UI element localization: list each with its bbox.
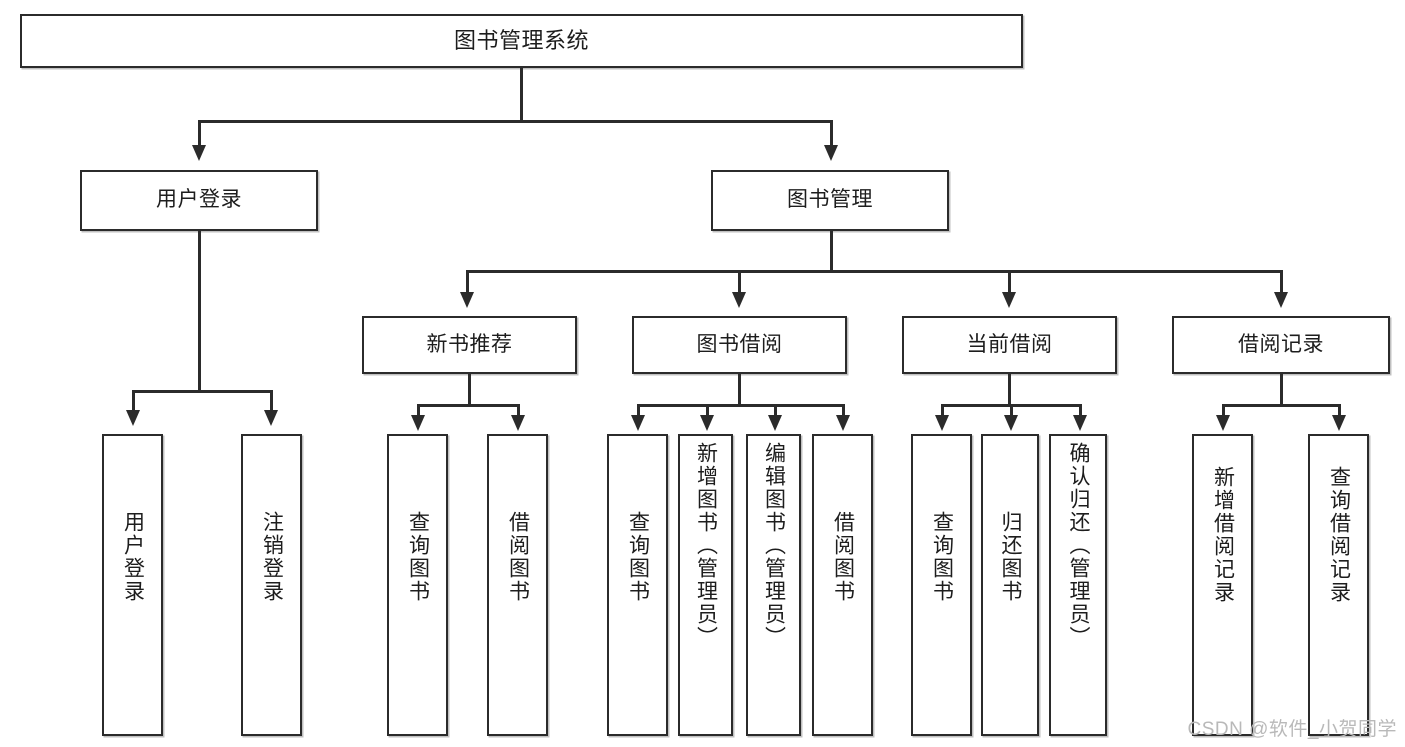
connector-root-stem <box>520 68 523 122</box>
node-label: 新书推荐 <box>426 332 513 356</box>
connector-book-borrow-to-leaf-4 <box>842 404 845 418</box>
leaf-new-book-query-book[interactable]: 查询图书 <box>387 434 448 736</box>
leaf-book-borrow-borrow-book[interactable]: 借阅图书 <box>812 434 873 736</box>
node-current-borrow[interactable]: 当前借阅 <box>902 316 1117 374</box>
connector-new-book-to-leaf-1 <box>417 404 420 418</box>
connector-borrow-record-to-leaf-2 <box>1338 404 1341 418</box>
leaf-label: 查询借阅记录 <box>1327 466 1351 604</box>
arrowhead-new-book-to-leaf-1 <box>411 415 425 431</box>
connector-book-borrow-to-leaf-1 <box>637 404 640 418</box>
arrowhead-book-management-to-borrow-record <box>1274 292 1288 308</box>
arrowhead-user-login-to-leaf-2 <box>264 410 278 426</box>
leaf-current-borrow-confirm-return-admin[interactable]: 确认归还（管理员） <box>1049 434 1107 736</box>
connector-borrow-record-to-leaf-1 <box>1222 404 1225 418</box>
node-book-borrow[interactable]: 图书借阅 <box>632 316 847 374</box>
connector-book-borrow-stem <box>738 374 741 406</box>
connector-user-login-stem <box>198 231 201 392</box>
leaf-label: 归还图书 <box>999 511 1023 603</box>
leaf-new-book-borrow-book[interactable]: 借阅图书 <box>487 434 548 736</box>
arrowhead-book-borrow-to-leaf-2 <box>700 415 714 431</box>
leaf-label: 注销登录 <box>260 511 284 603</box>
connector-book-management-stem <box>830 231 833 272</box>
connector-book-borrow-bus <box>637 404 844 407</box>
leaf-label: 借阅图书 <box>831 511 855 603</box>
leaf-current-borrow-query-book[interactable]: 查询图书 <box>911 434 972 736</box>
arrowhead-user-login-to-leaf-1 <box>126 410 140 426</box>
arrowhead-root-to-book-manage <box>824 145 838 161</box>
leaf-label: 用户登录 <box>121 511 145 603</box>
node-label: 图书管理系统 <box>453 28 589 54</box>
leaf-book-borrow-query-book[interactable]: 查询图书 <box>607 434 668 736</box>
connector-root-to-book-manage <box>830 120 833 147</box>
node-borrow-record[interactable]: 借阅记录 <box>1172 316 1390 374</box>
leaf-label: 新增图书（管理员） <box>694 442 718 649</box>
leaf-label: 借阅图书 <box>506 511 530 603</box>
connector-new-book-stem <box>468 374 471 406</box>
leaf-book-borrow-edit-book-admin[interactable]: 编辑图书（管理员） <box>746 434 801 736</box>
arrowhead-root-to-user-login <box>192 145 206 161</box>
connector-new-book-bus <box>417 404 517 407</box>
node-label: 图书借阅 <box>696 332 783 356</box>
connector-book-management-to-book-borrow <box>738 270 741 294</box>
leaf-label: 查询图书 <box>930 511 954 603</box>
connector-user-login-to-leaf-1 <box>132 390 135 412</box>
leaf-label: 查询图书 <box>406 511 430 603</box>
leaf-user-login-login[interactable]: 用户登录 <box>102 434 163 736</box>
connector-current-borrow-to-leaf-1 <box>941 404 944 418</box>
connector-book-management-to-current-borrow <box>1008 270 1011 294</box>
leaf-label: 新增借阅记录 <box>1211 466 1235 604</box>
node-new-book-recommend[interactable]: 新书推荐 <box>362 316 577 374</box>
connector-borrow-record-bus <box>1222 404 1338 407</box>
arrowhead-book-borrow-to-leaf-1 <box>631 415 645 431</box>
connector-root-to-user-login <box>198 120 201 147</box>
arrowhead-new-book-to-leaf-2 <box>511 415 525 431</box>
leaf-borrow-record-query-record[interactable]: 查询借阅记录 <box>1308 434 1369 736</box>
connector-user-login-to-leaf-2 <box>270 390 273 412</box>
arrowhead-borrow-record-to-leaf-1 <box>1216 415 1230 431</box>
connector-new-book-to-leaf-2 <box>517 404 520 418</box>
arrowhead-book-management-to-current-borrow <box>1002 292 1016 308</box>
connector-book-borrow-to-leaf-2 <box>706 404 709 418</box>
connector-current-borrow-stem <box>1008 374 1011 406</box>
connector-current-borrow-to-leaf-2 <box>1010 404 1013 418</box>
leaf-user-login-logout[interactable]: 注销登录 <box>241 434 302 736</box>
leaf-label: 查询图书 <box>626 511 650 603</box>
arrowhead-current-borrow-to-leaf-3 <box>1073 415 1087 431</box>
connector-current-borrow-to-leaf-3 <box>1079 404 1082 418</box>
connector-book-management-to-new-book <box>466 270 469 294</box>
arrowhead-current-borrow-to-leaf-2 <box>1004 415 1018 431</box>
arrowhead-book-borrow-to-leaf-4 <box>836 415 850 431</box>
connector-book-management-to-borrow-record <box>1280 270 1283 294</box>
connector-book-borrow-to-leaf-3 <box>774 404 777 418</box>
node-label: 用户登录 <box>156 188 242 212</box>
leaf-book-borrow-add-book-admin[interactable]: 新增图书（管理员） <box>678 434 733 736</box>
connector-borrow-record-stem <box>1280 374 1283 406</box>
node-user-login[interactable]: 用户登录 <box>80 170 318 231</box>
arrowhead-current-borrow-to-leaf-1 <box>935 415 949 431</box>
node-label: 图书管理 <box>787 188 873 212</box>
connector-root-bus <box>198 120 832 123</box>
node-root-system[interactable]: 图书管理系统 <box>20 14 1023 68</box>
leaf-label: 确认归还（管理员） <box>1067 442 1091 649</box>
node-label: 借阅记录 <box>1238 332 1324 356</box>
node-book-management[interactable]: 图书管理 <box>711 170 949 231</box>
arrowhead-borrow-record-to-leaf-2 <box>1332 415 1346 431</box>
node-label: 当前借阅 <box>966 332 1053 356</box>
leaf-borrow-record-add-record[interactable]: 新增借阅记录 <box>1192 434 1253 736</box>
connector-user-login-bus <box>132 390 270 393</box>
leaf-label: 编辑图书（管理员） <box>762 442 786 649</box>
connector-book-management-bus <box>466 270 1282 273</box>
arrowhead-book-borrow-to-leaf-3 <box>768 415 782 431</box>
watermark-text: CSDN @软件_小贺同学 <box>1187 719 1397 740</box>
arrowhead-book-management-to-book-borrow <box>732 292 746 308</box>
arrowhead-book-management-to-new-book <box>460 292 474 308</box>
leaf-current-borrow-return-book[interactable]: 归还图书 <box>981 434 1039 736</box>
